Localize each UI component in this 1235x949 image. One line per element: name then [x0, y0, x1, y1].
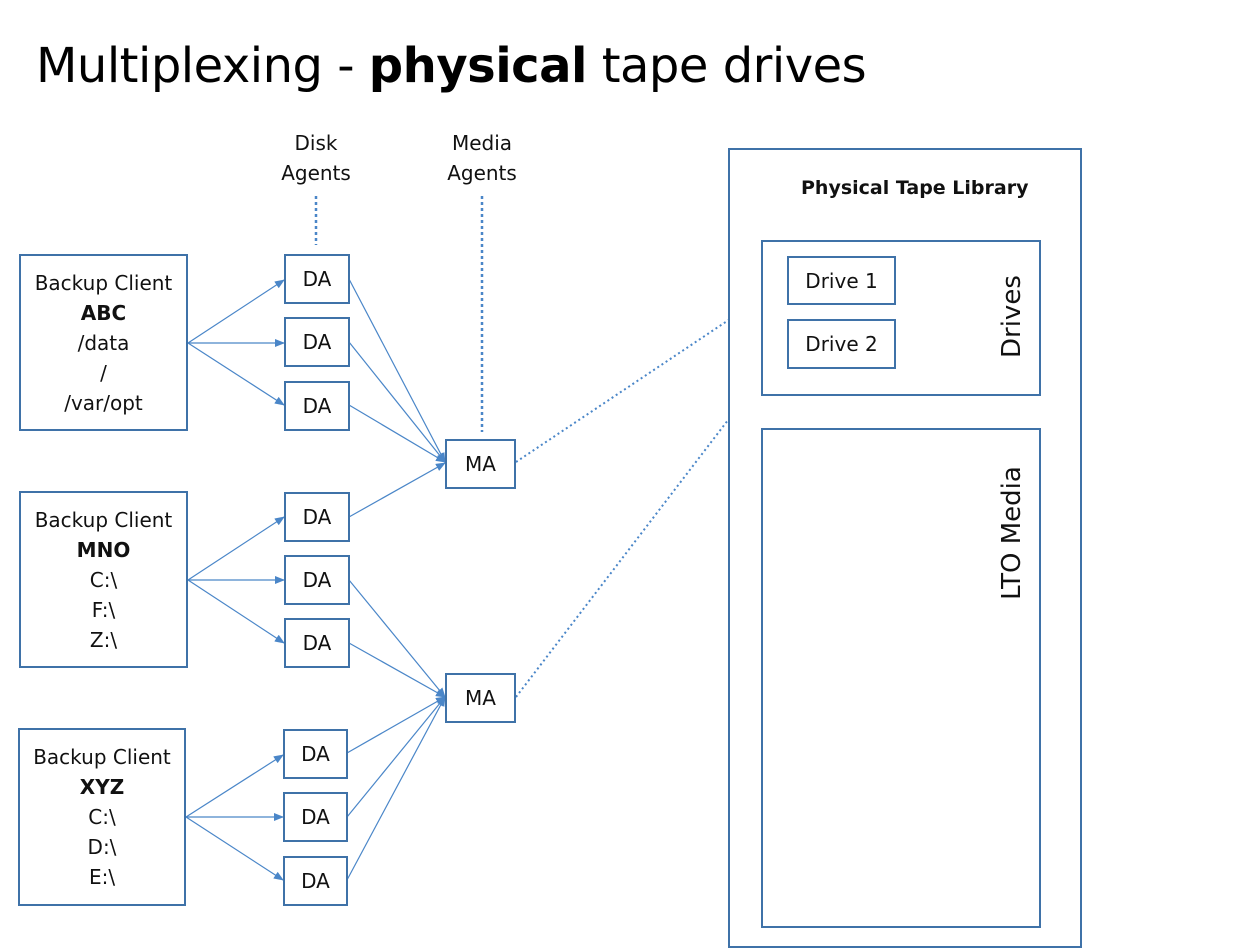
lto-media-label: LTO Media: [997, 466, 1027, 600]
disk-agent: DA: [284, 381, 350, 431]
drive-1: Drive 1: [787, 256, 896, 305]
disk-agent: DA: [283, 856, 348, 906]
drive-2: Drive 2: [787, 319, 896, 369]
page-title: Multiplexing - physical tape drives: [36, 38, 867, 94]
disk-agent: DA: [284, 618, 350, 668]
library-title: Physical Tape Library: [801, 177, 1029, 199]
media-agents-header: Media Agents: [447, 131, 517, 185]
media-agent: MA: [445, 673, 516, 723]
disk-agents-header: Disk Agents: [281, 131, 351, 185]
disk-agent: DA: [284, 492, 350, 542]
disk-agent: DA: [283, 729, 348, 779]
backup-client-abc: Backup Client ABC /data / /var/opt: [19, 254, 188, 431]
backup-client-mno: Backup Client MNO C:\ F:\ Z:\: [19, 491, 188, 668]
backup-client-xyz: Backup Client XYZ C:\ D:\ E:\: [18, 728, 186, 906]
lto-media-panel: [761, 428, 1041, 928]
drives-label: Drives: [997, 275, 1027, 358]
disk-agent: DA: [283, 792, 348, 842]
disk-agent: DA: [284, 555, 350, 605]
disk-agent: DA: [284, 317, 350, 367]
disk-agent: DA: [284, 254, 350, 304]
media-agent: MA: [445, 439, 516, 489]
